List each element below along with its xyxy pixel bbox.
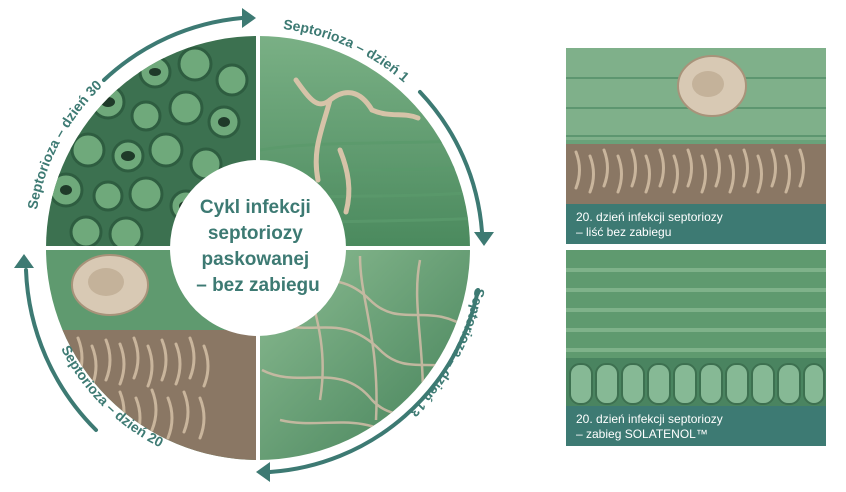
cycle-title: Cykl infekcji septoriozy paskowanej – be… bbox=[196, 197, 320, 296]
cycle-title-line-2: septoriozy bbox=[208, 223, 303, 244]
arrowheads bbox=[14, 8, 494, 482]
arrowhead-top bbox=[242, 8, 256, 28]
cycle-arrows bbox=[24, 16, 484, 474]
comparison-panel-untreated: 20. dzień infekcji septoriozy – liść bez… bbox=[566, 48, 826, 244]
infection-cycle-diagram: Cykl infekcji septoriozy paskowanej – be… bbox=[14, 8, 494, 482]
arrowhead-right bbox=[474, 232, 494, 246]
arrowhead-left bbox=[14, 254, 34, 268]
cycle-title-line-3: paskowanej bbox=[202, 249, 310, 270]
cycle-title-line-4: – bez zabiegu bbox=[196, 275, 320, 296]
spore-pycnidium-shape bbox=[71, 254, 149, 316]
caption-treated-line-1: 20. dzień infekcji septoriozy bbox=[576, 412, 723, 426]
center-circle bbox=[170, 160, 346, 336]
caption-treated-line-2: – zabieg SOLATENOL™ bbox=[576, 427, 708, 441]
caption-untreated: 20. dzień infekcji septoriozy – liść bez… bbox=[566, 204, 826, 244]
arrowhead-bottom bbox=[256, 462, 270, 482]
caption-untreated-line-2: – liść bez zabiegu bbox=[576, 225, 672, 239]
caption-treated: 20. dzień infekcji septoriozy – zabieg S… bbox=[566, 406, 826, 446]
caption-untreated-line-1: 20. dzień infekcji septoriozy bbox=[576, 210, 723, 224]
cycle-title-line-1: Cykl infekcji bbox=[200, 197, 311, 218]
comparison-panel-treated: 20. dzień infekcji septoriozy – zabieg S… bbox=[566, 250, 826, 446]
